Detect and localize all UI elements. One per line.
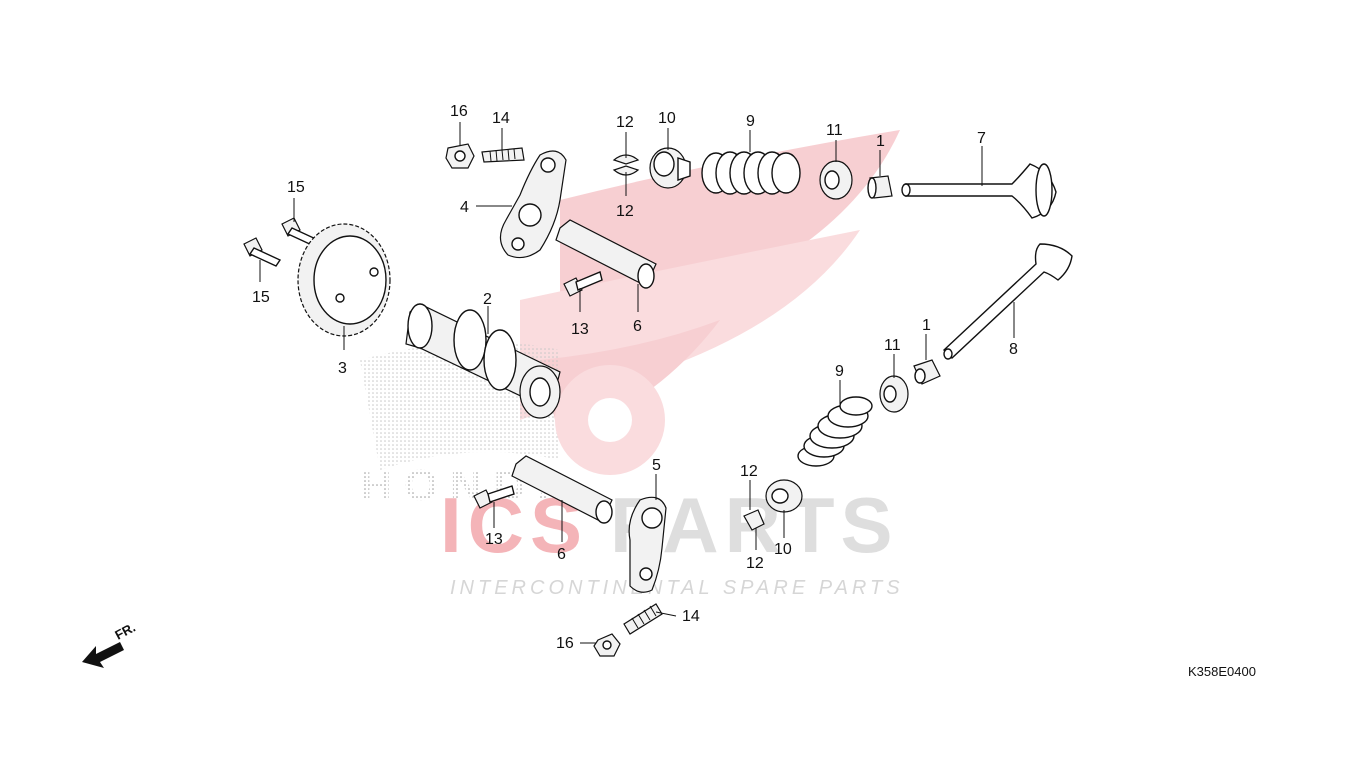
callout-15-b: 15 [252, 289, 270, 306]
retainer-10-top [649, 147, 691, 189]
callout-12-bottom-a: 12 [740, 463, 758, 480]
spring-seat-11-right [879, 375, 909, 413]
callout-10-bottom: 10 [774, 541, 792, 558]
direction-label: FR. [112, 620, 138, 643]
bolt-15-b [243, 237, 282, 267]
callout-16-top: 16 [450, 103, 468, 120]
rocker-arm-5 [628, 496, 667, 593]
callout-14-top: 14 [492, 110, 510, 127]
callout-2: 2 [483, 291, 492, 308]
callout-15-a: 15 [287, 179, 305, 196]
bolt-13-top [563, 271, 603, 297]
rocker-shaft-6-bottom [511, 455, 613, 524]
callout-6-top: 6 [633, 318, 642, 335]
front-direction-indicator: FR. [82, 620, 138, 668]
arrow-left-down-icon [82, 642, 124, 668]
callout-3: 3 [338, 360, 347, 377]
bolt-13-bottom [473, 485, 515, 509]
callout-14-bottom: 14 [682, 608, 700, 625]
callout-9-top: 9 [746, 113, 755, 130]
stud-14-top [481, 147, 525, 163]
cotter-12-top [612, 154, 640, 176]
spring-seat-11-top [819, 160, 853, 200]
callout-5: 5 [652, 457, 661, 474]
callout-4: 4 [460, 199, 469, 216]
wing-logo [360, 130, 900, 475]
callout-12-bottom-b: 12 [746, 555, 764, 572]
cotter-12-bottom [743, 509, 765, 531]
camshaft-2 [405, 303, 561, 419]
cam-sprocket-3 [297, 223, 391, 337]
callout-1-top: 1 [876, 133, 885, 150]
callout-9-bottom: 9 [835, 363, 844, 380]
callouts: 16 14 12 12 10 9 11 1 7 4 15 15 3 2 13 6… [252, 103, 1018, 652]
callout-8: 8 [1009, 341, 1018, 358]
rocker-shaft-6-top [555, 219, 657, 289]
callout-12-top-b: 12 [616, 203, 634, 220]
valve-spring-9-top [701, 151, 801, 195]
parts [243, 143, 1073, 657]
leader-lines [259, 122, 1015, 644]
stud-14-bottom [623, 603, 663, 635]
callout-11-right: 11 [884, 337, 901, 354]
callout-16-bottom: 16 [556, 635, 574, 652]
callout-1-right: 1 [922, 317, 931, 334]
nut-16-top [445, 143, 475, 169]
valve-spring-9-bottom [797, 396, 873, 467]
diagram-code: K358E0400 [1188, 664, 1256, 679]
watermark-tagline: INTERCONTINENTAL SPARE PARTS [450, 577, 904, 599]
callout-10-top: 10 [658, 110, 676, 127]
rocker-arm-4 [499, 150, 567, 259]
stem-seal-1-top [867, 175, 893, 199]
callout-11-top: 11 [826, 122, 843, 139]
callout-13-top: 13 [571, 321, 589, 338]
callout-12-top-a: 12 [616, 114, 634, 131]
valve-8 [942, 243, 1073, 360]
callout-7: 7 [977, 130, 986, 147]
stem-seal-1-right [913, 359, 941, 385]
callout-13-bottom: 13 [485, 531, 503, 548]
nut-16-bottom [593, 633, 621, 657]
callout-6-bottom: 6 [557, 546, 566, 563]
retainer-10-bottom [765, 479, 803, 513]
valve-7 [901, 163, 1057, 219]
